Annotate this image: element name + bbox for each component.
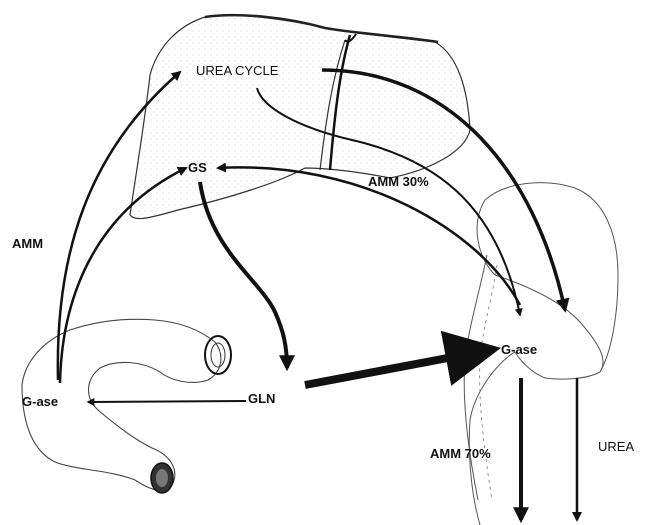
label-gln: GLN bbox=[248, 391, 275, 406]
label-g-ase-right: G-ase bbox=[501, 342, 537, 357]
label-g-ase-left: G-ase bbox=[22, 394, 58, 409]
arrow-gln-to-left-gase bbox=[88, 401, 246, 402]
label-amm-70: AMM 70% bbox=[430, 446, 491, 461]
arrow-gln-to-right-gase bbox=[305, 350, 490, 385]
label-gs: GS bbox=[188, 160, 207, 175]
label-amm-30: AMM 30% bbox=[368, 174, 429, 189]
label-amm: AMM bbox=[12, 236, 43, 251]
label-urea-cycle: UREA CYCLE bbox=[196, 63, 278, 78]
label-urea: UREA bbox=[598, 439, 634, 454]
